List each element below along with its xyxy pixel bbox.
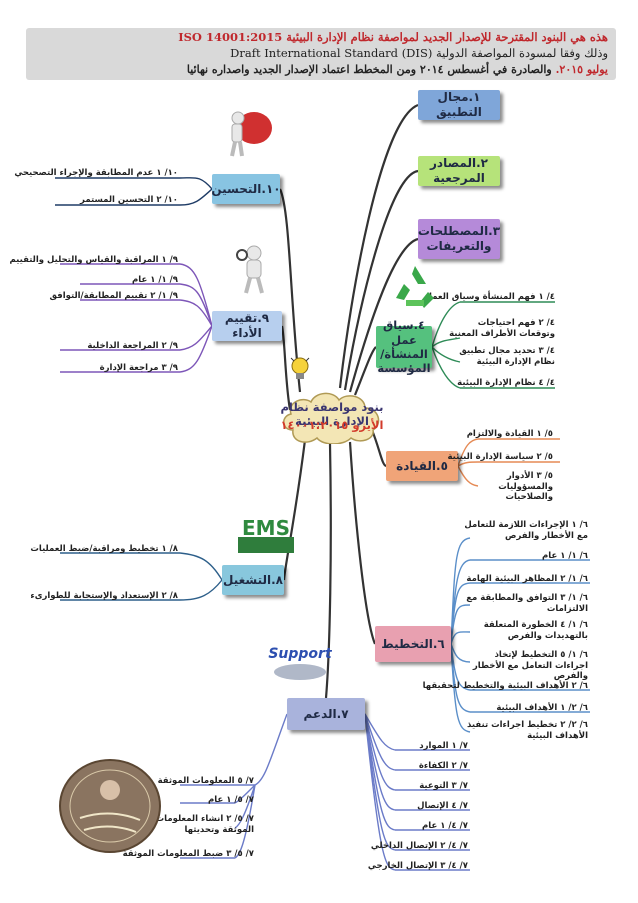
- leaf-7-4-1: ٧/ ٤/ ١ عام: [422, 821, 468, 831]
- leaf-7-3: ٧/ ٣ التوعية: [419, 781, 468, 791]
- leaf-7-4-2: ٧/ ٤/ ٢ الإتصال الداخلي: [370, 841, 468, 851]
- branch-1-scope: ١.مجال التطبيق: [418, 90, 500, 120]
- central-subtitle: الأيزو ١٤٠٠١:٢٠١٥: [280, 418, 384, 432]
- leaf-6-1-3: ٦/ ١/ ٣ التوافق والمطابقة مع الالتزامات: [466, 593, 588, 614]
- branch-10-improvement: ١٠.التحسين: [211, 174, 281, 204]
- recycle-icon: [396, 266, 434, 308]
- header-banner: ISO 14001:2015 هذه هي البنود المقترحة لل…: [26, 28, 616, 80]
- header-line-1: ISO 14001:2015 هذه هي البنود المقترحة لل…: [178, 30, 608, 44]
- leaf-6-1-2: ٦/ ١/ ٢ المظاهر البيئية الهامة: [466, 574, 588, 584]
- leaf-6-2-2: ٦/ ٢/ ٢ تخطيط اجراءات تنفيذ الأهداف البي…: [466, 720, 588, 741]
- leaf-7-1: ٧/ ١ الموارد: [419, 741, 468, 751]
- leaf-5-3: ٥/ ٣ الأدوار والمسؤوليات والصلاحيات: [498, 471, 553, 503]
- leaf-7-5-1: ٧/ ٥/ ١ عام: [208, 795, 254, 805]
- branch-4-context: ٤.سياق عمل المنشأة/المؤسسة: [376, 318, 432, 376]
- leaf-7-5-3: ٧/ ٥/ ٣ ضبط المعلومات الموثقة: [122, 849, 254, 859]
- leaf-6-2: ٦/ ٢ الأهداف البيئية والتخطيط لتحقيقها: [422, 681, 588, 691]
- header-release-date: يوليو ٢٠١٥.: [555, 63, 608, 76]
- leaf-9-1-1: ٩/ ١/ ١ عام: [132, 275, 178, 285]
- branch-3-terms: ٣.المصطلحات والتعريفات: [418, 219, 500, 259]
- branch-7-support: ٧.الدعم: [287, 698, 365, 730]
- leaf-7-2: ٧/ ٢ الكفاءة: [418, 761, 468, 771]
- author-signature-stamp: [59, 759, 161, 853]
- leaf-4-2: ٤/ ٢ فهم احتياجات وتوقعات الأطراف المعني…: [449, 318, 555, 339]
- svg-text:Support: Support: [268, 646, 332, 662]
- leaf-9-1-2: ٩/ ١/ ٢ تقييم المطابقة/التوافق: [49, 291, 179, 301]
- leaf-10-1: ١٠/ ١ عدم المطابقة والإجراء التصحيحي: [14, 168, 178, 178]
- support-hands-icon: Support: [268, 646, 332, 680]
- leaf-8-1: ٨/ ١ تخطيط ومراقبة/ضبط العمليات: [30, 544, 178, 554]
- leaf-7-4-3: ٧/ ٤/ ٣ الإتصال الخارجي: [367, 861, 468, 871]
- leaf-7-5: ٧/ ٥ المعلومات الموثقة: [157, 776, 254, 786]
- leaf-4-3: ٤/ ٣ تحديد مجال تطبيق نظام الإدارة البيئ…: [459, 346, 555, 367]
- leaf-5-1: ٥/ ١ القيادة والالتزام: [466, 429, 553, 439]
- leaf-4-1: ٤/ ١ فهم المنشأة وسياق العمل: [424, 292, 555, 302]
- ems-blocks-icon: EMS: [238, 516, 294, 553]
- branch-6-planning: ٦.التخطيط: [375, 626, 451, 662]
- person-with-magnifier-icon: [236, 245, 264, 294]
- svg-text:EMS: EMS: [242, 516, 290, 540]
- cloud-shape-icon: [283, 392, 380, 445]
- person-pushing-improvement-icon: [230, 111, 272, 157]
- leaf-7-4: ٧/ ٤ الإتصال: [417, 801, 468, 811]
- branch-9-evaluation: ٩.تقييم الأداء: [212, 311, 282, 341]
- lightbulb-icon: [290, 357, 310, 379]
- central-title: بنود مواصفة نظام الإدارة البيئية: [280, 400, 384, 428]
- leaf-9-3: ٩/ ٣ مراجعة الإدارة: [99, 363, 178, 373]
- leaf-6-2-1: ٦/ ٢/ ١ الأهداف البيئية: [496, 703, 588, 713]
- leaf-4-4: ٤/ ٤ نظام الإدارة البيئية: [457, 378, 555, 388]
- branch-2-references: ٢.المصادر المرجعية: [418, 156, 500, 186]
- leaf-7-5-2: ٧/ ٥/ ٢ انشاء المعلومات الموثقة وتحديثها: [155, 814, 254, 835]
- leaf-5-2: ٥/ ٢ سياسة الإدارة البيئية: [447, 452, 553, 462]
- branch-5-leadership: ٥.القيادة: [386, 451, 458, 481]
- leaf-10-2: ١٠/ ٢ التحسين المستمر: [80, 195, 178, 205]
- leaf-9-2: ٩/ ٢ المراجعة الداخلية: [87, 341, 178, 351]
- leaf-6-1-4: ٦/ ١/ ٤ الخطورة المتعلقة بالتهديدات والف…: [483, 620, 588, 641]
- leaf-6-1: ٦/ ١ الإجراءات اللازمة للتعامل مع الأخطا…: [464, 520, 588, 541]
- branch-8-operation: ٨.التشغيل: [222, 565, 284, 595]
- leaf-8-2: ٨/ ٢ الإستعداد والإستجابة للطوارىء: [30, 591, 178, 601]
- leaf-6-1-5: ٦/ ١/ ٥ التخطيط لإتخاذ اجراءات التعامل م…: [472, 650, 588, 682]
- central-topic: بنود مواصفة نظام الإدارة البيئية الأيزو …: [279, 388, 385, 445]
- leaf-6-1-1: ٦/ ١/ ١ عام: [542, 551, 588, 561]
- header-line-3: يوليو ٢٠١٥. والصادرة في أغسطس ٢٠١٤ ومن ا…: [186, 63, 608, 76]
- header-line-2: Draft International Standard (DIS) وذلك …: [230, 46, 608, 60]
- leaf-9-1: ٩/ ١ المراقبة والقياس والتحليل والتقييم: [9, 255, 178, 265]
